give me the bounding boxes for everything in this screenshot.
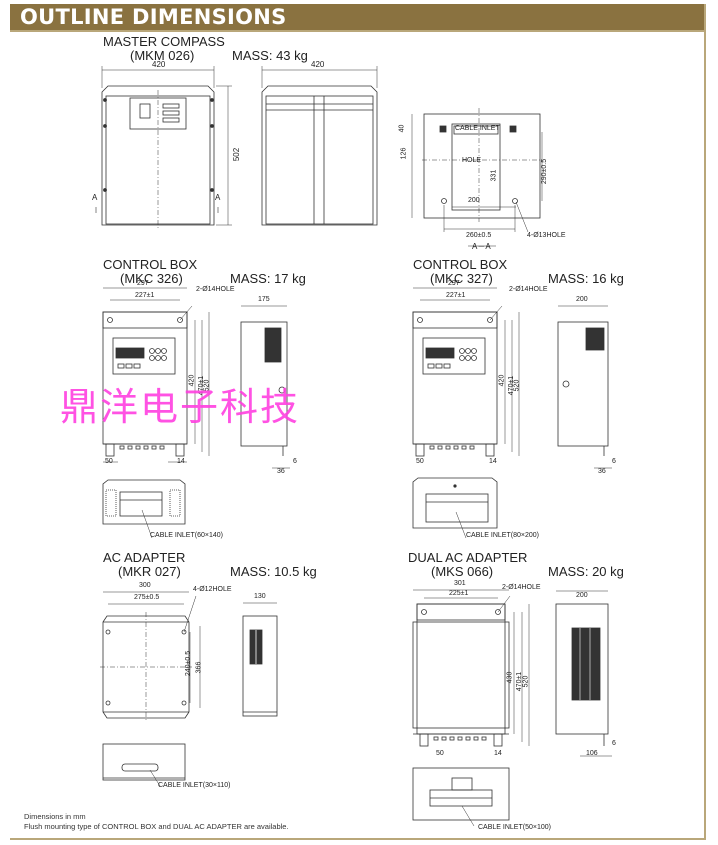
base-holes: 4-Ø13HOLE [527,232,566,239]
control-box-326-bottom-view [102,479,186,539]
control-box-326-mass: MASS: 17 kg [230,271,306,286]
dual-cable-inlet: CABLE INLET(50×100) [478,824,551,831]
dual-ac-adapter-mass: MASS: 20 kg [548,564,624,579]
dual-holes: 2-Ø14HOLE [502,584,541,591]
control-box-327-title: CONTROL BOX [413,257,508,272]
dual-d200: 200 [576,592,588,599]
base-d126: 126 [400,147,408,160]
control-box-327-model: (MKC 327) [430,271,493,286]
dual-h520: 520 [522,675,530,688]
section-mark-left: A [92,193,98,202]
dual-w225: 225±1 [449,590,469,597]
base-d331: 331 [490,169,498,182]
base-cable-inlet: CABLE INLET [455,125,500,132]
dual-ac-adapter-side-view [555,590,612,757]
dual-ac-adapter-front-view [412,589,530,747]
base-d260: 260±0.5 [466,232,492,239]
header-rule [10,30,704,32]
cb327-d6: 6 [612,458,616,465]
watermark-text: 鼎洋电子科技 [60,385,301,429]
control-box-326-front-view [102,287,210,463]
dual-ac-adapter-bottom-view [412,767,510,827]
ac-adapter-mass: MASS: 10.5 kg [230,564,317,579]
control-box-327-front-view [412,287,520,457]
dual-ac-adapter-title: DUAL AC ADAPTER [408,550,528,565]
cb326-holes: 2-Ø14HOLE [196,286,235,293]
cb326-w227: 227±1 [135,292,155,299]
master-compass-height: 502 [232,147,242,162]
ac-d130: 130 [254,593,266,600]
cb327-holes: 2-Ø14HOLE [509,286,548,293]
ac-adapter-model: (MKR 027) [118,564,181,579]
base-d200: 200 [468,197,480,204]
cb327-w297: 297 [448,280,460,287]
ac-adapter-bottom-view [102,743,186,787]
base-section-label: A－A [472,242,491,251]
ac-w300: 300 [139,582,151,589]
dual-h430: 430 [506,671,514,684]
cb326-d14: 14 [177,458,185,465]
ac-cable-inlet: CABLE INLET(30×110) [158,782,231,789]
base-d290: 290±0.5 [541,158,549,185]
control-box-326-title: CONTROL BOX [103,257,198,272]
cb326-w297: 297 [137,280,149,287]
cb327-h520: 520 [513,379,521,392]
dual-d106: 106 [586,750,598,757]
section-header: OUTLINE DIMENSIONS [10,4,704,30]
ac-adapter-side-view [242,602,278,717]
bottom-border [10,838,706,840]
cb326-cable-inlet: CABLE INLET(60×140) [150,532,223,539]
base-d40: 40 [398,124,406,133]
cb326-d50: 50 [105,458,113,465]
ac-adapter-front-view [100,591,201,722]
ac-h240: 240±0.5 [185,650,193,677]
master-compass-base-section [411,108,543,247]
cb327-d200: 200 [576,296,588,303]
master-compass-title: MASTER COMPASS [103,34,225,49]
master-compass-model: (MKM 026) [130,48,195,63]
cb327-h420: 420 [498,374,506,387]
control-box-326-model: (MKC 326) [120,271,183,286]
cb327-w227: 227±1 [446,292,466,299]
ac-h366: 366 [195,661,203,674]
cb327-d14: 14 [489,458,497,465]
dual-d14: 14 [494,750,502,757]
dual-ac-adapter-model: (MKS 066) [431,564,494,579]
cb326-d6: 6 [293,458,297,465]
base-hole: HOLE [462,157,482,164]
note-units: Dimensions in mm [24,812,86,821]
cb327-cable-inlet: CABLE INLET(80×200) [466,532,539,539]
note-flush-mount: Flush mounting type of CONTROL BOX and D… [24,822,289,831]
master-compass-mass: MASS: 43 kg [232,48,308,63]
cb326-d36: 36 [277,468,285,475]
dual-w301: 301 [454,580,466,587]
cb326-d175: 175 [258,296,270,303]
ac-adapter-title: AC ADAPTER [103,550,186,565]
master-compass-width-side: 420 [311,60,325,69]
dual-d6: 6 [612,740,616,747]
right-border [704,4,706,840]
master-compass-width-front: 420 [152,60,166,69]
section-title: OUTLINE DIMENSIONS [20,5,287,29]
control-box-327-mass: MASS: 16 kg [548,271,624,286]
master-compass-side-view [261,66,378,226]
control-box-327-bottom-view [412,477,498,539]
ac-w275: 275±0.5 [134,594,160,601]
control-box-327-side-view [557,305,612,469]
master-compass-front-view [95,66,232,228]
dual-d50: 50 [436,750,444,757]
ac-holes: 4-Ø12HOLE [193,586,232,593]
cb327-d50: 50 [416,458,424,465]
control-box-326-side-view [240,305,290,469]
cb327-d36: 36 [598,468,606,475]
section-mark-right: A [215,193,221,202]
